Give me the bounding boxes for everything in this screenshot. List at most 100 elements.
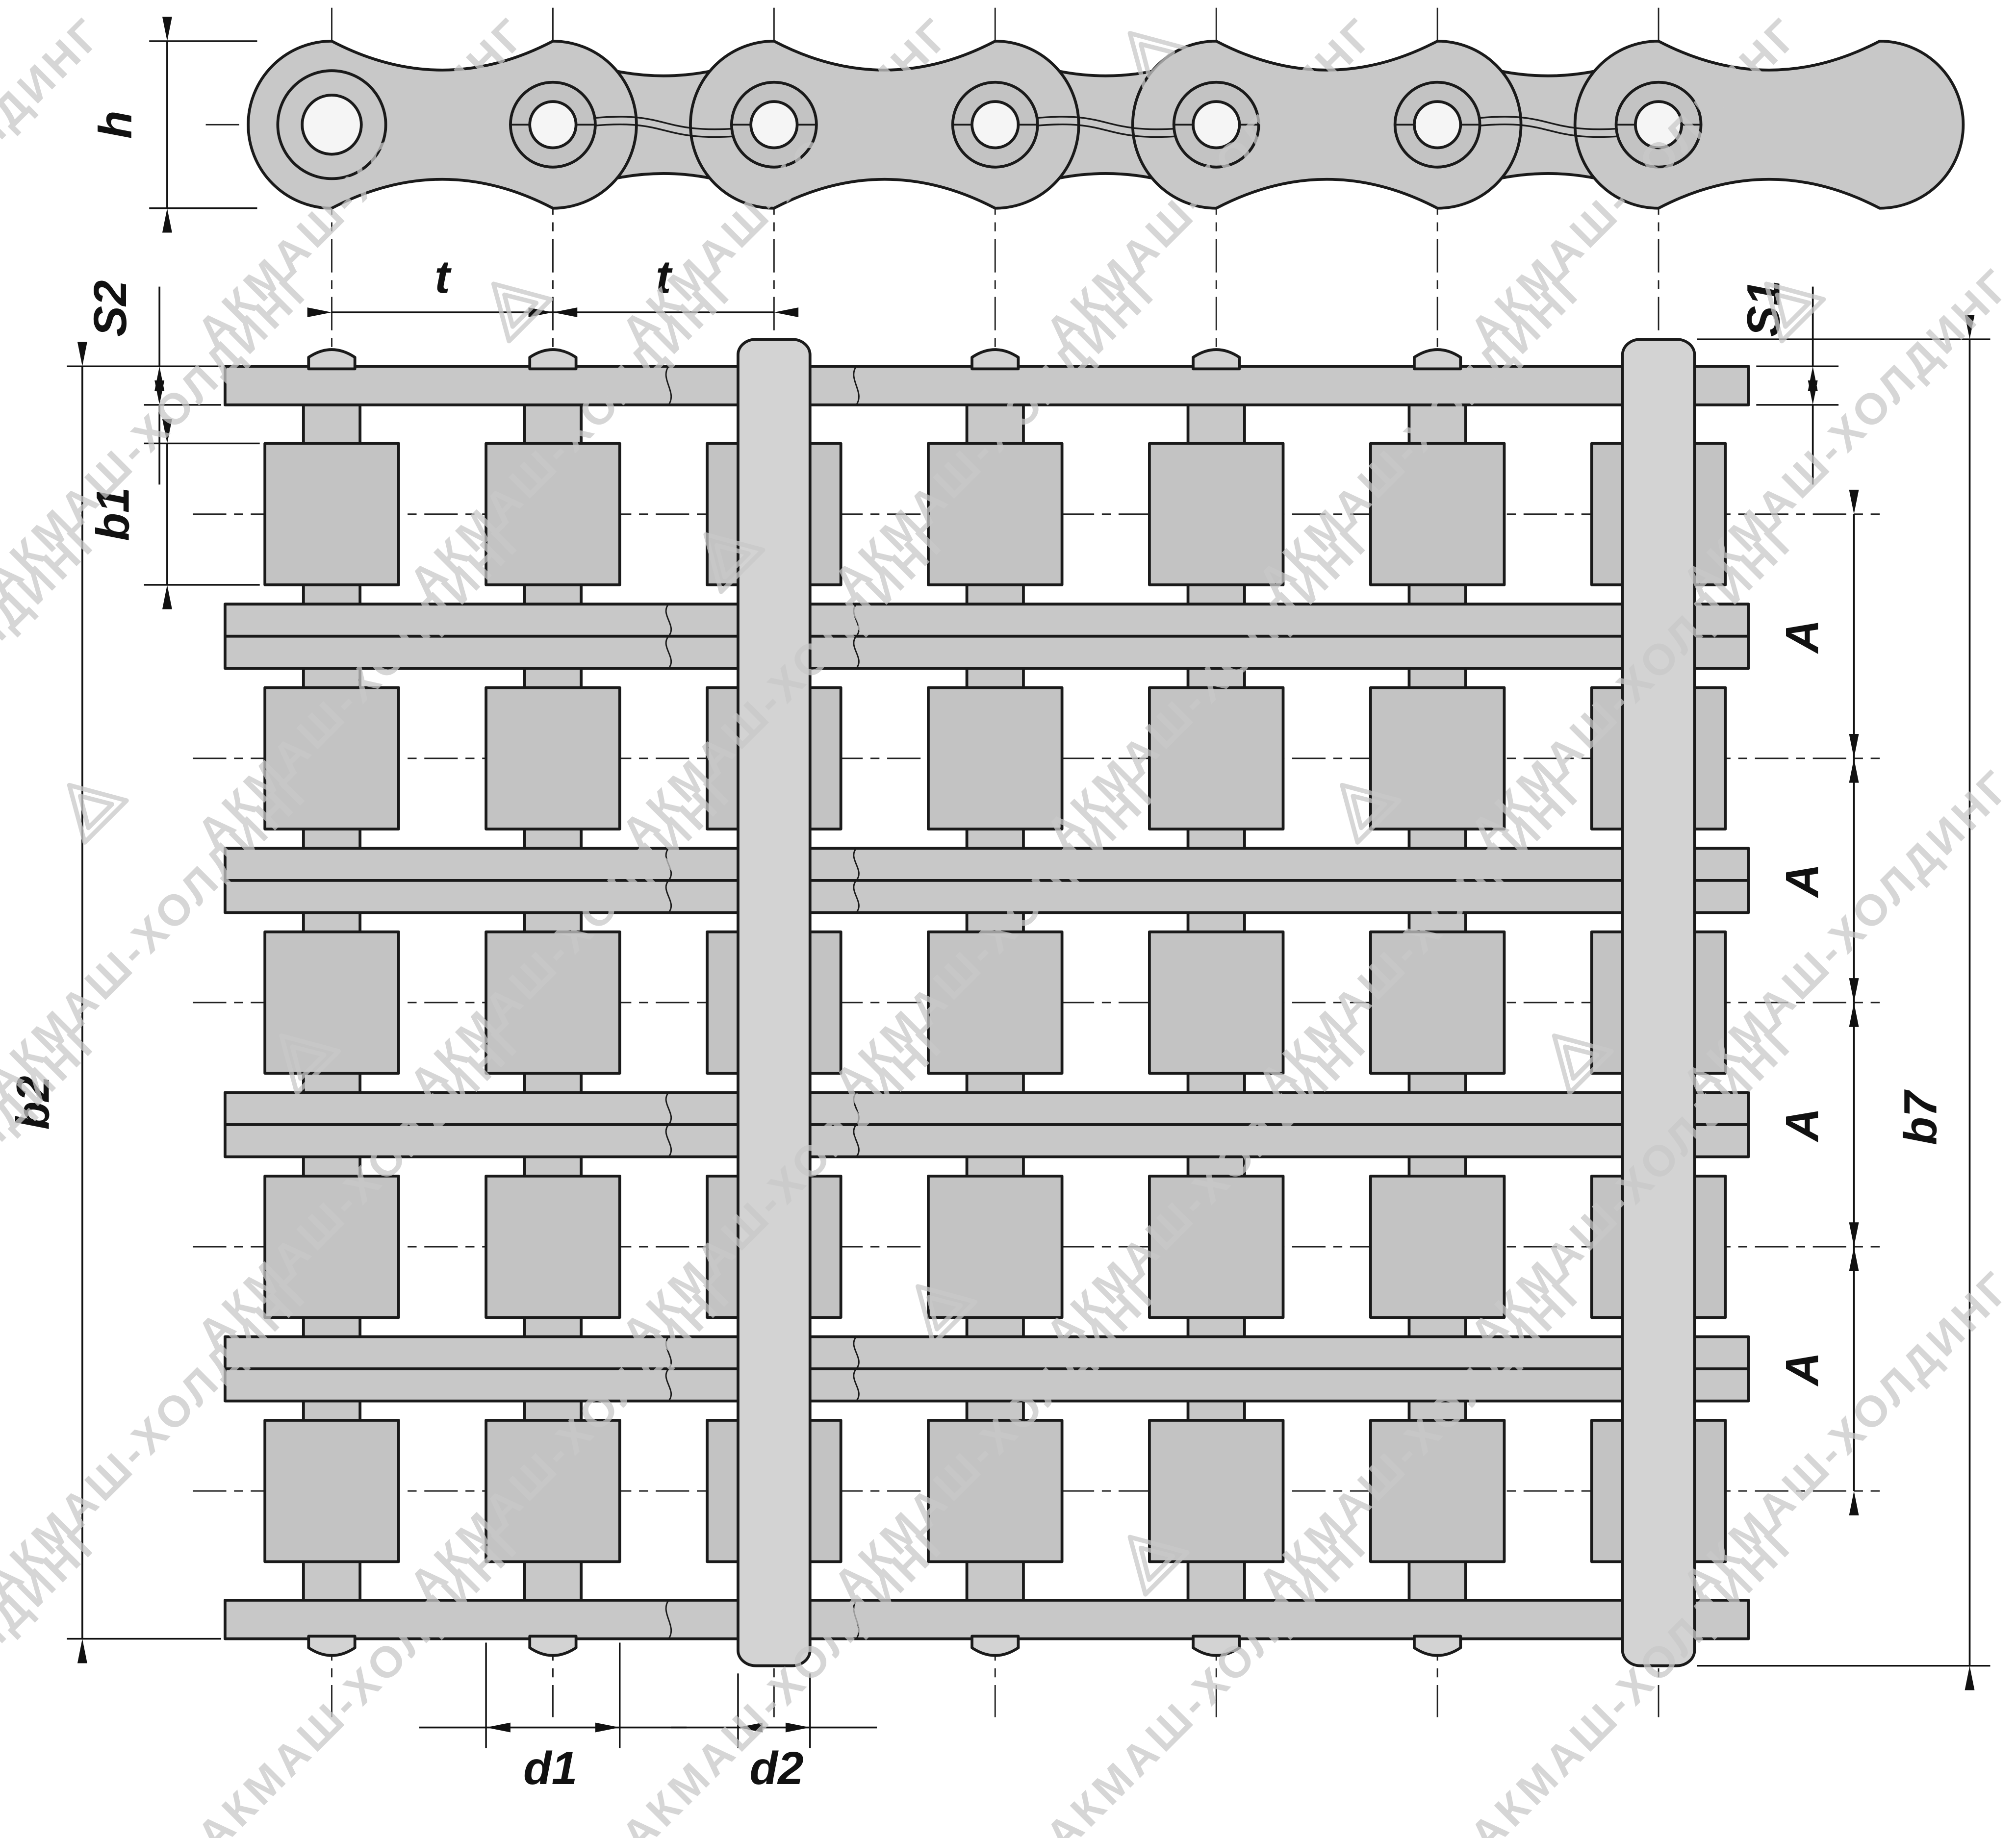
dim-label-a4: A xyxy=(1777,1352,1828,1386)
plate-bar xyxy=(224,365,1750,406)
pin-circle xyxy=(749,100,799,150)
watermark-text: АКМАШ-ХОЛДИНГ xyxy=(1672,258,2016,607)
watermark-logo-icon xyxy=(916,1284,977,1346)
dim-label-d2: d2 xyxy=(750,1743,804,1794)
pin-end-stub xyxy=(307,1635,357,1657)
plan-roller xyxy=(1369,930,1506,1075)
plan-roller xyxy=(927,930,1064,1075)
outer-link-plate xyxy=(689,40,1080,210)
plan-roller xyxy=(1369,1174,1506,1319)
plate-joint-line xyxy=(853,366,860,405)
dim-label-b1: b1 xyxy=(87,487,139,541)
plan-roller xyxy=(485,930,621,1075)
plan-roller xyxy=(1148,1174,1285,1319)
plan-roller xyxy=(1148,1419,1285,1563)
plan-roller xyxy=(485,442,621,586)
plate-seam-line xyxy=(1476,123,1620,138)
plan-roller xyxy=(1148,442,1285,586)
watermark-logo-icon xyxy=(1127,31,1190,93)
dim-label-a1: A xyxy=(1777,620,1828,654)
plate-joint-line xyxy=(853,880,860,913)
plate-bar xyxy=(224,634,1750,670)
watermark-logo-icon xyxy=(1127,1535,1190,1597)
plate-joint-line xyxy=(665,604,672,637)
pin-hole xyxy=(301,94,363,156)
plate-seam-line xyxy=(1033,123,1178,138)
plate-bar xyxy=(224,603,1750,638)
watermark-logo-icon xyxy=(279,1033,341,1096)
plate-seam-line xyxy=(591,123,736,138)
dim-label-a2: A xyxy=(1777,864,1828,898)
watermark-logo-icon xyxy=(1764,281,1826,344)
plate-joint-line xyxy=(853,635,860,669)
dim-label-b2: b2 xyxy=(8,1076,59,1130)
pin-end-stub xyxy=(1413,348,1462,371)
pin-end-stub xyxy=(1192,348,1241,371)
pin-circle xyxy=(1633,100,1684,150)
plate-bar xyxy=(224,1367,1750,1403)
plan-roller xyxy=(1148,686,1285,831)
plan-roller xyxy=(485,1174,621,1319)
pin-end-stub xyxy=(1192,1635,1241,1657)
pin-end-stub xyxy=(970,1635,1020,1657)
plate-joint-line xyxy=(665,880,672,913)
plan-roller xyxy=(927,686,1064,831)
plate-joint-line xyxy=(665,366,672,405)
plate-seam-line xyxy=(1476,116,1620,130)
dim-label-h: h xyxy=(90,110,142,139)
plate-joint-line xyxy=(665,1336,672,1370)
plan-roller xyxy=(263,442,400,586)
pin-circle xyxy=(1192,100,1241,150)
plan-roller xyxy=(263,1419,400,1563)
pin-circle xyxy=(528,100,578,150)
watermark-logo-icon xyxy=(1552,1033,1614,1096)
pin-end-stub xyxy=(528,348,578,371)
pin-end-stub xyxy=(970,348,1020,371)
connecting-pin xyxy=(737,338,812,1667)
watermark-logo-icon xyxy=(703,532,766,594)
plate-joint-line xyxy=(853,604,860,637)
plan-roller xyxy=(1148,930,1285,1075)
plate-bar xyxy=(224,1335,1750,1370)
dim-label-b7: b7 xyxy=(1895,1089,1946,1145)
plate-joint-line xyxy=(665,848,672,881)
connecting-pin xyxy=(1621,338,1696,1667)
plate-joint-line xyxy=(853,1336,860,1370)
plate-seam-line xyxy=(591,116,736,130)
plate-joint-line xyxy=(853,1124,860,1158)
plate-bar xyxy=(224,879,1750,914)
watermark-logo-icon xyxy=(491,281,553,344)
plate-joint-line xyxy=(665,1368,672,1402)
dim-label-d1: d1 xyxy=(523,1743,577,1794)
plan-roller xyxy=(263,1174,400,1319)
pin-end-stub xyxy=(307,348,357,371)
plan-roller xyxy=(1369,1419,1506,1563)
plate-seam-line xyxy=(1033,116,1178,130)
plate-joint-line xyxy=(853,848,860,881)
pin-end-stub xyxy=(1413,1635,1462,1657)
watermark-logo-icon xyxy=(1340,782,1402,845)
plate-joint-line xyxy=(665,635,672,669)
plate-joint-line xyxy=(665,1092,672,1125)
pin-end-stub xyxy=(528,1635,578,1657)
plan-roller xyxy=(485,1419,621,1563)
plate-bar xyxy=(224,1123,1750,1158)
dim-label-t2: t xyxy=(656,252,673,303)
dim-label-a3: A xyxy=(1777,1108,1828,1142)
plan-roller xyxy=(263,686,400,831)
dim-label-t1: t xyxy=(434,252,452,303)
plate-joint-line xyxy=(665,1600,672,1639)
chain-geometry xyxy=(193,7,1965,1717)
pin-circle xyxy=(1413,100,1462,150)
outer-link-plate xyxy=(1131,40,1523,210)
watermark-logo-icon xyxy=(67,782,129,845)
plate-bar xyxy=(224,847,1750,882)
plate-bar xyxy=(224,1599,1750,1640)
plan-roller xyxy=(927,1419,1064,1563)
plan-roller xyxy=(927,442,1064,586)
plate-joint-line xyxy=(853,1092,860,1125)
dim-label-s2: S2 xyxy=(85,280,136,336)
pin-circle xyxy=(970,100,1020,150)
outer-link-plate xyxy=(1573,40,1965,210)
